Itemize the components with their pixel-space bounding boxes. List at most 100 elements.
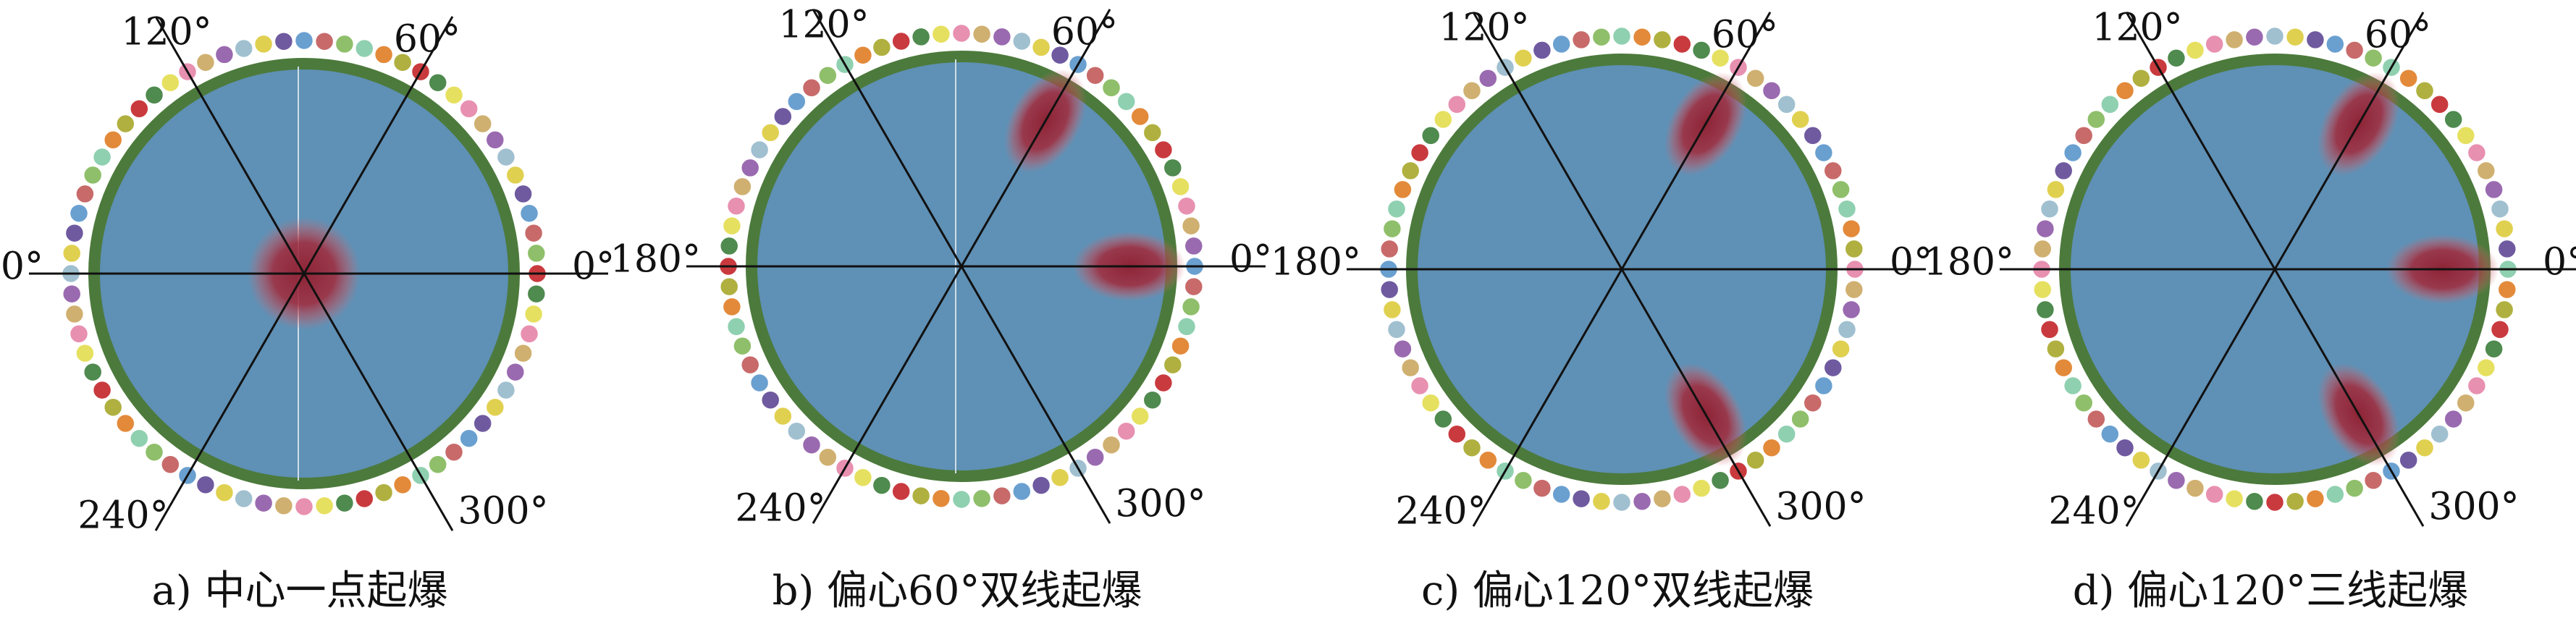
fragment	[1434, 409, 1453, 429]
fragment	[1777, 95, 1796, 114]
fragment	[1831, 339, 1851, 359]
fragment	[392, 475, 413, 495]
fragment	[485, 130, 505, 150]
fragment	[1761, 81, 1782, 101]
fragment	[2456, 126, 2476, 145]
fragment	[2185, 478, 2205, 498]
fragment	[253, 34, 274, 54]
fragment	[1142, 390, 1163, 410]
fragment	[2040, 320, 2060, 339]
fragment	[1823, 358, 1843, 378]
fragment	[473, 114, 492, 134]
fragment	[1177, 317, 1197, 337]
fragment	[1116, 421, 1136, 441]
fragment	[519, 324, 539, 344]
panel-a-label-300: 300°	[458, 490, 548, 533]
fragment	[444, 85, 464, 105]
fragment	[526, 243, 547, 263]
fragment	[314, 31, 334, 51]
fragment	[1478, 68, 1498, 88]
fragment	[1710, 48, 1730, 68]
fragment	[69, 324, 89, 344]
fragment	[2305, 30, 2325, 50]
fragment	[2415, 81, 2435, 101]
fragment	[1447, 95, 1467, 114]
fragment	[1184, 276, 1204, 297]
fragment	[234, 38, 253, 59]
fragment	[760, 123, 780, 143]
panel-c-angle-lines	[1347, 12, 1926, 527]
fragment	[2100, 95, 2120, 114]
fragment	[2166, 48, 2186, 68]
fragment	[2325, 484, 2345, 504]
fragment	[2494, 300, 2514, 320]
fragment	[1672, 484, 1692, 504]
fragment	[374, 45, 394, 64]
fragment	[1552, 34, 1571, 54]
fragment	[116, 413, 135, 434]
fragment	[2344, 478, 2365, 498]
fragment	[1571, 489, 1591, 509]
fragment	[1462, 438, 1482, 457]
fragment	[1632, 27, 1652, 47]
fragment	[818, 447, 838, 468]
fragment	[485, 397, 505, 417]
panel-c-caption: c) 偏心120°双线起爆	[1421, 567, 1814, 614]
fragment	[2344, 41, 2365, 60]
fragment	[374, 483, 394, 502]
panel-d: 0° 60° 120° 180° 240° 300° d) 偏心120°三线起爆	[1924, 7, 2576, 614]
fragment	[2053, 161, 2074, 181]
fragment	[523, 223, 544, 243]
fragment	[719, 236, 739, 256]
fragment	[1841, 300, 1861, 320]
fragment	[1101, 78, 1121, 98]
fragment	[1652, 489, 1672, 509]
fragment	[2035, 219, 2055, 239]
fragment	[274, 31, 294, 51]
fragment	[2244, 27, 2265, 47]
fragment	[83, 165, 103, 185]
panel-c-label-180: 180°	[1271, 241, 1361, 284]
fragment	[334, 34, 355, 54]
fragment	[740, 158, 760, 178]
fragment	[2166, 470, 2186, 491]
fragment	[103, 397, 123, 417]
fragment	[2285, 491, 2305, 512]
fragment	[75, 184, 95, 204]
fragment	[2115, 81, 2135, 101]
fragment	[992, 27, 1012, 47]
fragment	[1386, 320, 1407, 339]
panel-d-label-180: 180°	[1924, 241, 2014, 284]
fragment	[2494, 219, 2514, 239]
fragment	[1410, 376, 1430, 396]
fragment	[1085, 65, 1105, 85]
fragment	[161, 455, 180, 475]
fragment	[2305, 489, 2325, 509]
fragment	[1462, 81, 1482, 101]
fragment	[2363, 470, 2383, 491]
fragment	[1823, 161, 1843, 181]
fragment	[513, 184, 533, 204]
fragment	[726, 317, 746, 337]
fragment	[787, 92, 807, 111]
axis-line-120	[154, 16, 454, 531]
fragment	[2490, 199, 2510, 219]
fragment	[294, 30, 314, 51]
fragment	[733, 336, 752, 356]
fragment	[2087, 409, 2106, 429]
panel-a-label-180: 180°	[0, 245, 43, 289]
fragment	[1050, 468, 1070, 488]
fragment	[513, 343, 533, 363]
fragment	[2074, 126, 2094, 145]
fragment	[2476, 358, 2496, 378]
fragment	[505, 362, 526, 382]
fragment	[523, 304, 544, 324]
fragment	[2100, 424, 2120, 444]
fragment	[1116, 92, 1136, 111]
fragment	[214, 45, 235, 64]
fragment	[2032, 279, 2053, 300]
fragment	[1837, 320, 1857, 339]
fragment	[740, 355, 760, 375]
fragment	[2032, 239, 2053, 259]
panel-d-caption: d) 偏心120°三线起爆	[2073, 567, 2468, 614]
